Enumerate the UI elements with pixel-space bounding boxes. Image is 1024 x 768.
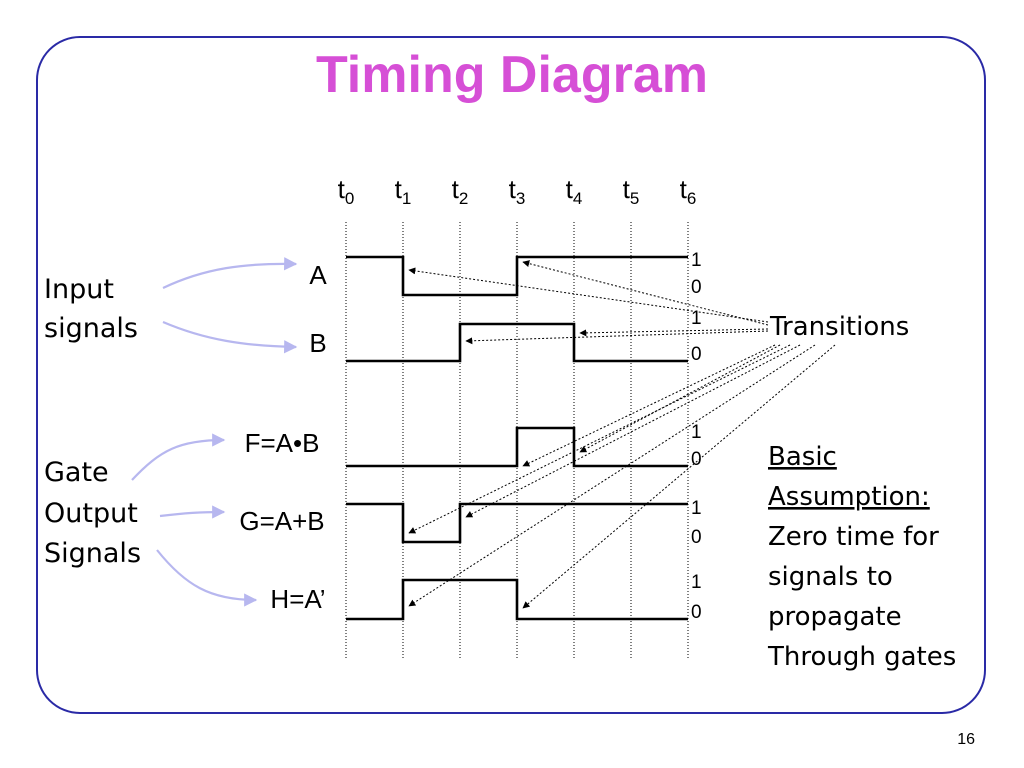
waveforms <box>346 255 688 621</box>
output-to-f-arrow <box>131 433 226 481</box>
input-to-b-arrow <box>162 320 298 354</box>
group-input-line-2: signals <box>44 313 138 344</box>
time-axis: t0 t1 t2 t3 t4 t5 t6 <box>338 174 697 208</box>
pointer-b-t4 <box>579 328 769 337</box>
time-tick-3: t3 <box>509 174 526 208</box>
level-g-high: 1 <box>691 498 702 519</box>
waveform-f <box>346 426 688 468</box>
level-a-low: 0 <box>691 277 702 298</box>
group-arrows <box>131 257 298 607</box>
time-tick-4: t4 <box>566 174 583 208</box>
signal-label-g: G=A+B <box>239 506 324 536</box>
pointer-a-t3 <box>522 260 769 326</box>
pointer-f-t4 <box>579 344 781 453</box>
level-h-high: 1 <box>691 572 702 593</box>
assumption-line-4: Through gates <box>767 642 956 672</box>
level-f-high: 1 <box>691 422 702 443</box>
waveform-h <box>346 578 688 621</box>
output-to-g-arrow <box>159 505 226 519</box>
transition-pointers <box>408 260 836 609</box>
pointer-b-t2 <box>465 330 769 345</box>
group-output-line-2: Output <box>44 498 138 529</box>
pointer-g-t1 <box>408 344 791 534</box>
assumption-heading-line-1: Basic <box>768 442 837 472</box>
signal-label-f: F=A•B <box>245 428 320 458</box>
signal-label-b: B <box>309 328 326 358</box>
output-to-h-arrow <box>156 549 258 607</box>
time-tick-1: t1 <box>395 174 412 208</box>
pointer-h-t1 <box>408 344 816 607</box>
assumption-line-3: propagate <box>768 602 902 632</box>
pointer-f-t3 <box>522 344 776 467</box>
time-tick-6: t6 <box>680 174 697 208</box>
level-b-low: 0 <box>691 344 702 365</box>
assumption-line-2: signals to <box>768 562 893 592</box>
assumption-line-1: Zero time for <box>768 522 939 552</box>
page-number: 16 <box>957 731 975 748</box>
time-tick-5: t5 <box>623 174 640 208</box>
level-a-high: 1 <box>691 250 702 271</box>
transitions-label: Transitions <box>769 312 909 342</box>
group-output-line-3: Signals <box>44 538 141 569</box>
slide-frame <box>36 36 986 714</box>
assumption-heading-line-2: Assumption: <box>768 482 930 512</box>
pointer-g-t2 <box>465 344 801 518</box>
group-input-line-1: Input <box>44 274 114 305</box>
pointer-h-t3 <box>522 344 836 609</box>
waveform-g <box>346 502 688 544</box>
level-f-low: 0 <box>691 449 702 470</box>
waveform-a <box>346 255 688 297</box>
pointer-a-t1 <box>408 267 769 323</box>
level-b-high: 1 <box>691 308 702 329</box>
time-tick-2: t2 <box>452 174 469 208</box>
signal-label-a: A <box>309 260 327 290</box>
level-g-low: 0 <box>691 527 702 548</box>
input-to-a-arrow <box>162 257 298 289</box>
time-tick-0: t0 <box>338 174 355 208</box>
page-title: Timing Diagram <box>316 46 708 104</box>
waveform-b <box>346 322 688 363</box>
signal-label-h: H=A’ <box>270 584 325 614</box>
level-h-low: 0 <box>691 602 702 623</box>
group-output-line-1: Gate <box>44 457 109 488</box>
